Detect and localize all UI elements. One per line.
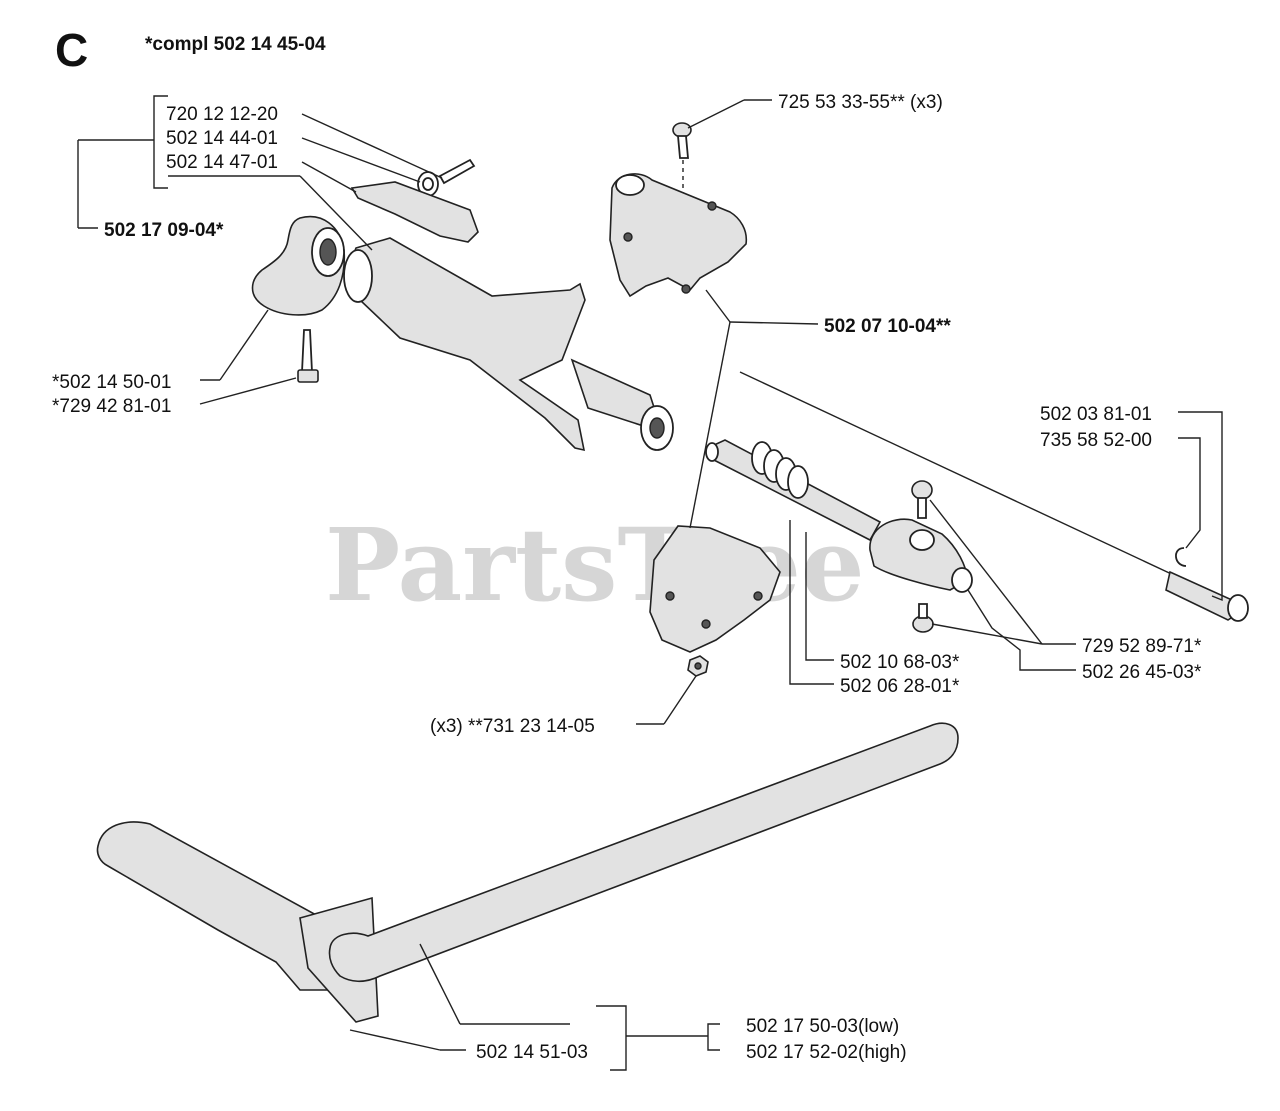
upper-clamp-part <box>609 173 748 298</box>
label-502-14-50-01: *502 14 50-01 <box>52 372 171 393</box>
label-729-52-89-71: 729 52 89-71* <box>1082 636 1202 657</box>
label-502-17-50-03: 502 17 50-03(low) <box>746 1016 899 1037</box>
nut-part <box>687 655 709 677</box>
front-bar-part <box>96 722 959 1023</box>
bushing-coils <box>751 441 809 499</box>
lower-clamp-part <box>649 525 781 653</box>
leader-lines <box>77 95 1223 1071</box>
section-letter: C <box>55 24 88 76</box>
label-502-14-51-03: 502 14 51-03 <box>476 1042 588 1063</box>
housing-screws-part <box>911 480 934 633</box>
label-720-12-12-20: 720 12 12-20 <box>166 104 278 125</box>
watermark: PartsTree <box>325 506 865 624</box>
handle-housing-part <box>251 215 346 316</box>
pin-part <box>438 158 476 185</box>
circlip-part <box>1175 547 1187 567</box>
label-735-58-52-00: 735 58 52-00 <box>1040 430 1152 451</box>
label-731-23-14-05: (x3) **731 23 14-05 <box>430 716 595 737</box>
throttle-cable-part <box>739 371 1249 622</box>
label-725-53-33-55: 725 53 33-55** (x3) <box>778 92 943 113</box>
bearing-housing-part <box>869 518 973 593</box>
label-502-07-10-04: 502 07 10-04** <box>824 316 951 337</box>
trigger-part <box>350 181 479 243</box>
label-502-03-81-01: 502 03 81-01 <box>1040 404 1152 425</box>
label-502-17-09-04: 502 17 09-04* <box>104 220 224 241</box>
spring-part <box>417 171 439 197</box>
label-502-14-47-01: 502 14 47-01 <box>166 152 278 173</box>
handle-screw-part <box>297 329 319 383</box>
complete-assembly-note: *compl 502 14 45-04 <box>145 34 326 55</box>
label-502-14-44-01: 502 14 44-01 <box>166 128 278 149</box>
label-502-06-28-01: 502 06 28-01* <box>840 676 960 697</box>
handle-grip-part <box>343 237 674 452</box>
label-502-17-52-02: 502 17 52-02(high) <box>746 1042 907 1063</box>
label-502-26-45-03: 502 26 45-03* <box>1082 662 1202 683</box>
label-502-10-68-03: 502 10 68-03* <box>840 652 960 673</box>
label-729-42-81-01: *729 42 81-01 <box>52 396 171 417</box>
